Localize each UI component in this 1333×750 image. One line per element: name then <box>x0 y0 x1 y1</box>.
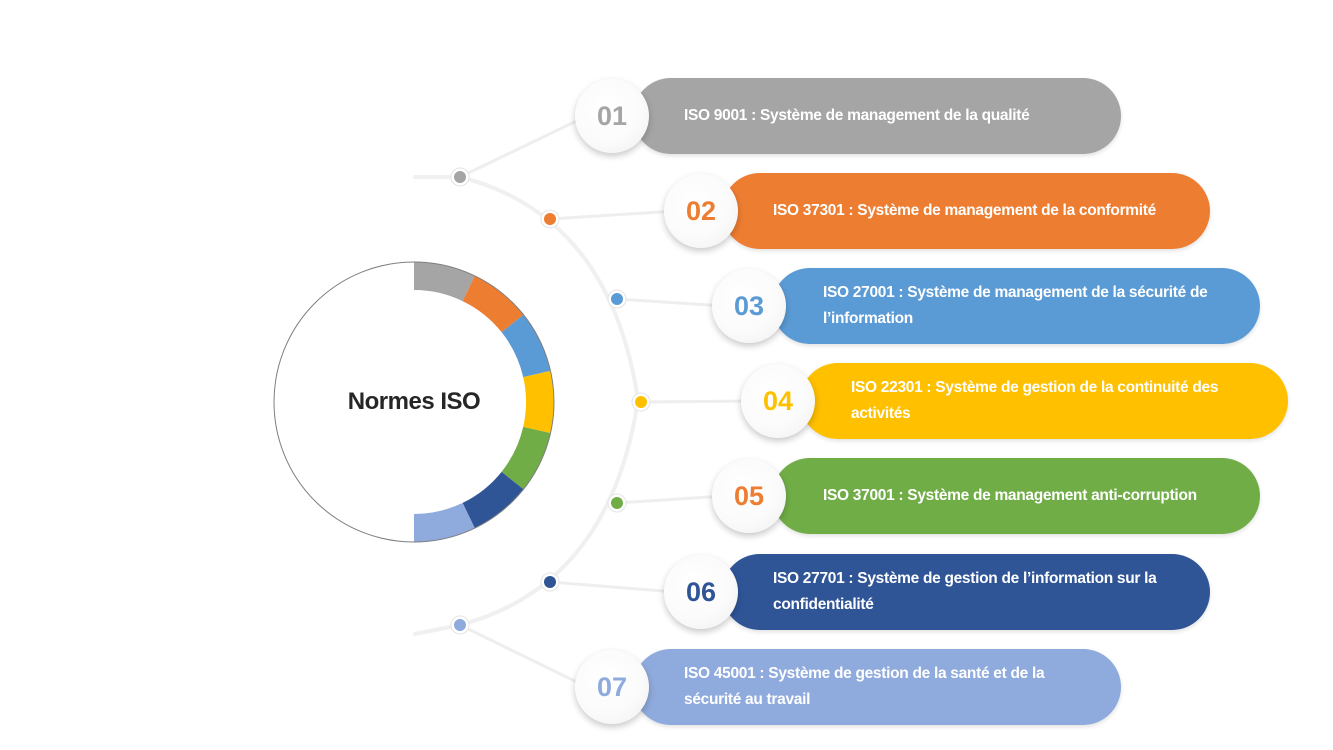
standard-label: ISO 9001 : Système de management de la q… <box>684 107 1030 124</box>
ring-segment-06 <box>462 471 524 529</box>
connector-lines <box>458 114 755 689</box>
number-badge-05: 05 <box>712 459 786 533</box>
standard-pill-07: ISO 45001 : Système de gestion de la san… <box>633 649 1121 725</box>
connector-dot-07 <box>454 619 466 631</box>
standard-pill-02: ISO 37301 : Système de management de la … <box>722 173 1210 249</box>
standard-pill-04: ISO 22301 : Système de gestion de la con… <box>800 363 1288 439</box>
standard-pill-05: ISO 37001 : Système de management anti-c… <box>772 458 1260 534</box>
ring-segment-04 <box>523 370 554 434</box>
connector-line-05 <box>615 494 726 505</box>
number-badge-03: 03 <box>712 269 786 343</box>
number-badge-07: 07 <box>575 650 649 724</box>
standard-pill-06: ISO 27701 : Système de gestion de l’info… <box>722 554 1210 630</box>
number-badge-04: 04 <box>741 364 815 438</box>
ring-segment-05 <box>501 426 551 490</box>
standard-pill-03: ISO 27001 : Système de management de la … <box>772 268 1260 344</box>
connector-line-04 <box>639 399 755 404</box>
connector-dots <box>450 167 651 635</box>
connector-line-06 <box>548 580 678 594</box>
standard-label: ISO 45001 : Système de gestion de la san… <box>684 665 1045 708</box>
ring-segment-02 <box>462 275 524 333</box>
connector-dot-01 <box>454 171 466 183</box>
connector-line-07 <box>458 623 589 689</box>
center-ring-outline <box>273 261 555 543</box>
number-badge-01: 01 <box>575 79 649 153</box>
connector-dot-06 <box>544 576 556 588</box>
connector-dot-05 <box>611 497 623 509</box>
center-label: Normes ISO <box>347 388 481 415</box>
standard-label: ISO 37301 : Système de management de la … <box>773 202 1156 219</box>
standard-label: ISO 37001 : Système de management anti-c… <box>823 487 1197 504</box>
standard-label: ISO 27001 : Système de management de la … <box>823 284 1208 327</box>
standard-pill-01: ISO 9001 : Système de management de la q… <box>633 78 1121 154</box>
connector-line-03 <box>615 297 726 308</box>
connector-line-01 <box>458 114 589 179</box>
connector-dot-04 <box>635 396 647 408</box>
number-badge-02: 02 <box>664 174 738 248</box>
standard-label: ISO 27701 : Système de gestion de l’info… <box>773 570 1157 613</box>
ring-segment-01 <box>413 262 475 302</box>
connector-line-02 <box>548 209 678 221</box>
connector-dot-02 <box>544 213 556 225</box>
connector-dot-03 <box>611 293 623 305</box>
number-badge-06: 06 <box>664 555 738 629</box>
ring-segments <box>413 262 554 542</box>
ring-segment-03 <box>501 314 551 378</box>
ring-segment-07 <box>413 502 475 542</box>
standard-label: ISO 22301 : Système de gestion de la con… <box>851 379 1219 422</box>
